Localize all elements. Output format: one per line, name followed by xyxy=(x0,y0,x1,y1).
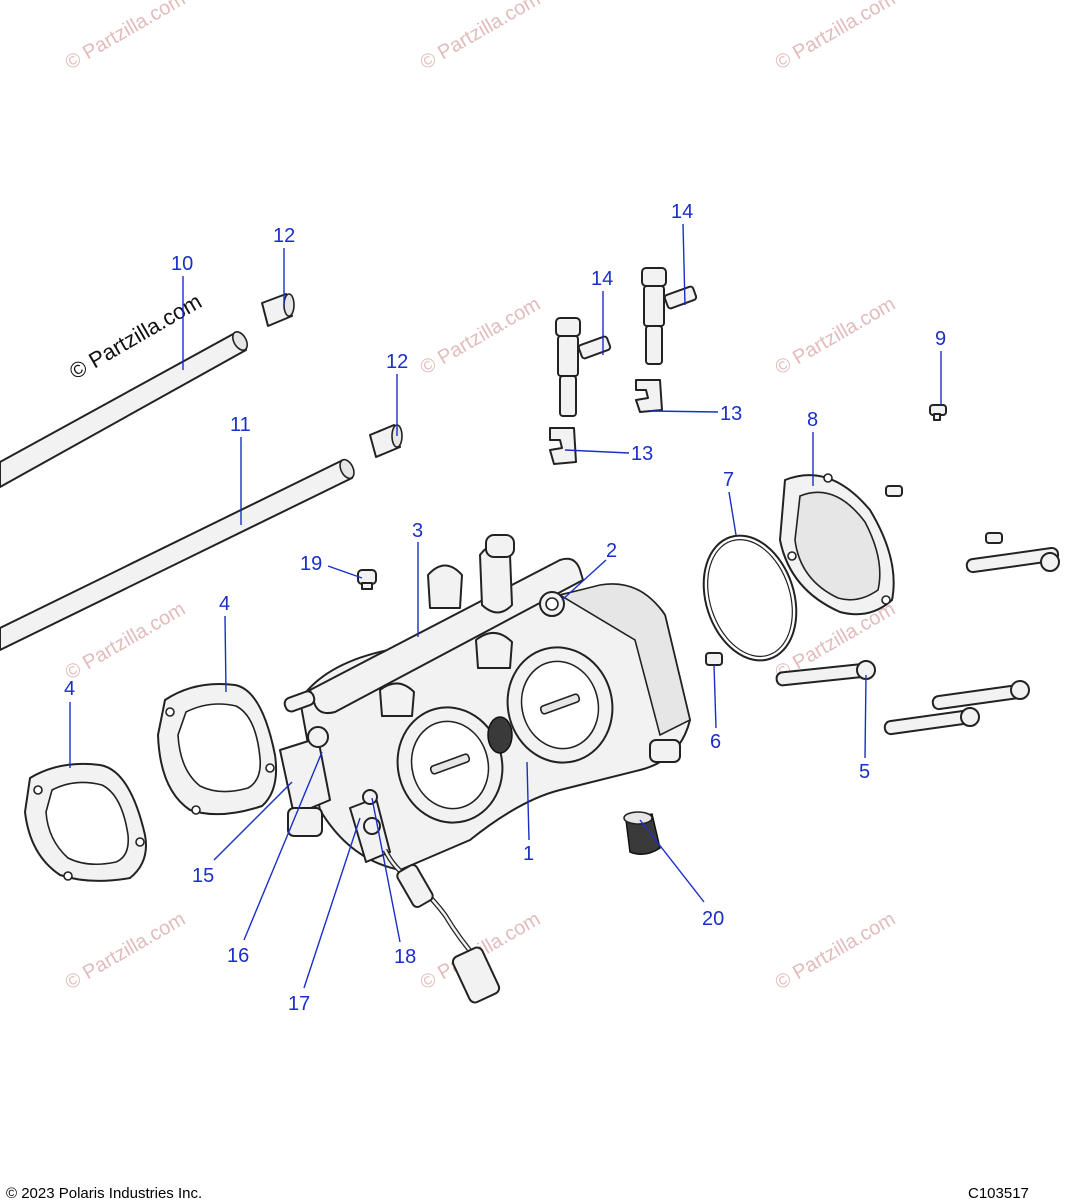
callout-14b[interactable]: 14 xyxy=(671,201,693,306)
o-ring-7 xyxy=(702,534,798,662)
watermark: © Partzilla.com xyxy=(62,0,190,74)
watermark: © Partzilla.com xyxy=(417,0,545,74)
bolts-5 xyxy=(775,660,1030,736)
callout-label: 15 xyxy=(192,865,214,887)
callout-2[interactable]: 2 xyxy=(561,540,617,601)
callout-12b[interactable]: 12 xyxy=(386,351,408,436)
cap-20 xyxy=(623,811,661,855)
callout-label: 16 xyxy=(227,945,249,967)
watermark-layer: © Partzilla.com © Partzilla.com © Partzi… xyxy=(62,0,900,994)
callout-17[interactable]: 17 xyxy=(288,817,361,1015)
callout-label: 6 xyxy=(710,731,721,753)
sensor-17 xyxy=(349,789,391,863)
hose-10 xyxy=(0,331,249,488)
callout-label: 1 xyxy=(523,843,534,865)
watermark: © Partzilla.com xyxy=(772,908,900,994)
callout-label: 11 xyxy=(230,414,251,436)
callout-10[interactable]: 10 xyxy=(171,253,193,370)
plug-6 xyxy=(705,652,723,666)
hose-clamp-12a xyxy=(261,293,295,327)
gasket-4b xyxy=(157,683,278,816)
callout-label: 12 xyxy=(273,225,295,247)
callout-9[interactable]: 9 xyxy=(935,328,946,405)
callout-label: 5 xyxy=(859,761,870,783)
callout-4a[interactable]: 4 xyxy=(64,678,75,768)
callout-label: 20 xyxy=(702,908,724,930)
callout-label: 7 xyxy=(723,469,734,491)
callout-4b[interactable]: 4 xyxy=(219,593,230,693)
callout-label: 12 xyxy=(386,351,408,373)
callout-6[interactable]: 6 xyxy=(710,664,721,753)
callout-5[interactable]: 5 xyxy=(859,674,870,783)
callout-15[interactable]: 15 xyxy=(192,781,293,887)
copyright-notice: © 2023 Polaris Industries Inc. xyxy=(6,1185,202,1200)
callout-label: 19 xyxy=(300,553,322,575)
callout-label: 13 xyxy=(720,403,742,425)
callout-14a[interactable]: 14 xyxy=(591,268,613,355)
callout-1[interactable]: 1 xyxy=(523,761,534,865)
hose-11 xyxy=(0,458,355,651)
watermark: © Partzilla.com xyxy=(417,293,545,379)
line-art xyxy=(0,267,1060,1004)
callout-label: 2 xyxy=(606,540,617,562)
callout-label: 10 xyxy=(171,253,193,275)
cover-plate-8 xyxy=(779,473,895,616)
sensor-15 xyxy=(279,726,331,837)
watermark: © Partzilla.com xyxy=(772,0,900,74)
callout-label: 14 xyxy=(671,201,693,223)
callout-label: 8 xyxy=(807,409,818,431)
screw-19 xyxy=(357,569,377,590)
callout-16[interactable]: 16 xyxy=(227,751,323,967)
callout-label: 4 xyxy=(64,678,75,700)
figure-id: C103517 xyxy=(968,1185,1029,1200)
injector-clip-13b xyxy=(549,427,577,465)
callout-label: 17 xyxy=(288,993,310,1015)
hose-clamp-12b xyxy=(369,424,403,458)
watermark: © Partzilla.com xyxy=(772,293,900,379)
callout-19[interactable]: 19 xyxy=(300,553,363,579)
callout-12a[interactable]: 12 xyxy=(273,225,295,305)
watermark: © Partzilla.com xyxy=(62,908,190,994)
screw-9 xyxy=(929,404,947,421)
callout-13b[interactable]: 13 xyxy=(564,443,653,465)
callout-label: 3 xyxy=(412,520,423,542)
callout-7[interactable]: 7 xyxy=(723,469,737,536)
gasket-4a xyxy=(24,762,147,882)
callout-11[interactable]: 11 xyxy=(230,414,251,525)
callout-label: 18 xyxy=(394,946,416,968)
callout-label: 9 xyxy=(935,328,946,350)
callout-13a[interactable]: 13 xyxy=(649,403,742,425)
callout-layer: 1 2 3 4 4 5 6 7 xyxy=(64,201,946,1015)
footer: © 2023 Polaris Industries Inc. C103517 xyxy=(6,1185,1029,1200)
cover-screws xyxy=(885,485,1060,574)
callout-8[interactable]: 8 xyxy=(807,409,818,486)
injector-clip-13a xyxy=(635,379,663,413)
wire-harness-18 xyxy=(382,848,501,1004)
fuel-injector-14b xyxy=(641,267,698,365)
callout-label: 4 xyxy=(219,593,230,615)
callout-18[interactable]: 18 xyxy=(371,797,416,968)
callout-3[interactable]: 3 xyxy=(412,520,423,637)
fuel-rail-3 xyxy=(283,534,584,717)
callout-label: 14 xyxy=(591,268,613,290)
callout-20[interactable]: 20 xyxy=(639,819,724,930)
callout-label: 13 xyxy=(631,443,653,465)
